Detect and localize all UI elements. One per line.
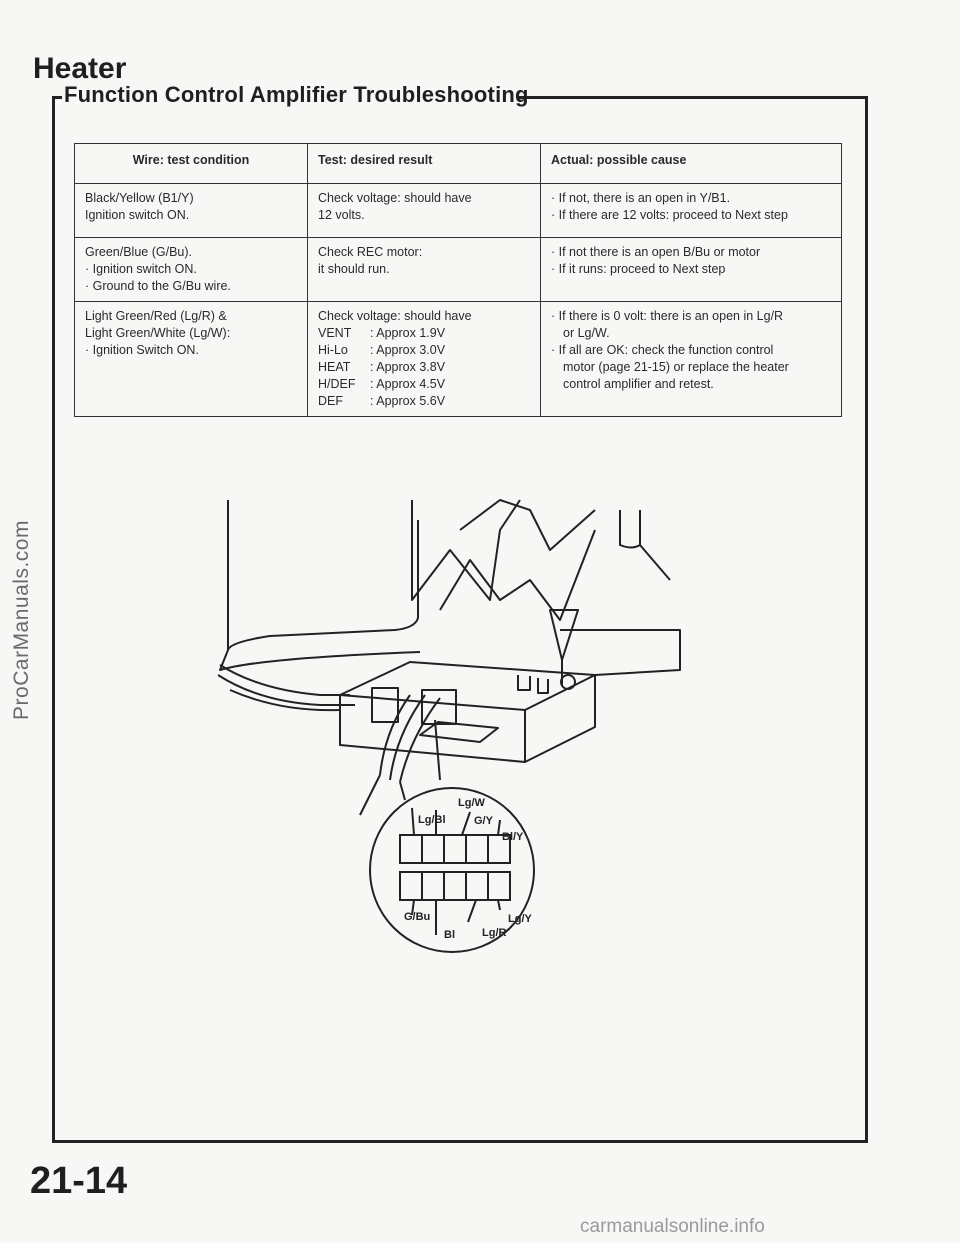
connector-row-bottom: [399, 871, 511, 901]
right-frame: [560, 629, 681, 676]
amplifier-box-top: [339, 661, 596, 711]
voltage-value: : Approx 3.8V: [370, 360, 446, 374]
voltage-row: H/DEF : Approx 4.5V: [318, 376, 530, 393]
duct-upper: [459, 499, 596, 551]
right-housing: [619, 510, 641, 549]
cause-cell: If there is 0 volt: there is an open in …: [540, 301, 842, 417]
voltage-mode: HEAT: [318, 360, 351, 374]
wire-line: Ignition Switch ON.: [85, 342, 297, 359]
connector-label: Bl/Y: [502, 831, 524, 843]
test-cell: Check voltage: should have 12 volts.: [307, 183, 541, 238]
voltage-row: Hi-Lo : Approx 3.0V: [318, 342, 530, 359]
voltage-mode: H/DEF: [318, 377, 356, 391]
test-line: Check voltage: should have: [318, 191, 472, 205]
frame-top-right-rule: [517, 96, 865, 99]
test-line: it should run.: [318, 262, 390, 276]
table-row: Green/Blue (G/Bu). Ignition switch ON. G…: [74, 237, 842, 302]
cause-line: control amplifier and retest.: [563, 377, 714, 391]
test-cell: Check voltage: should have VENT : Approx…: [307, 301, 541, 417]
column-header-cause: Actual: possible cause: [540, 143, 842, 184]
dash-panel-lower: [219, 649, 421, 671]
wire-line: Ignition switch ON.: [85, 261, 297, 278]
page-number: 21-14: [30, 1160, 128, 1202]
wire-bundle: [379, 694, 441, 783]
plug-left: [371, 687, 399, 723]
test-line: Check voltage: should have: [318, 309, 472, 323]
wire-line: Green/Blue (G/Bu).: [85, 245, 192, 259]
duct-inner: [439, 529, 596, 621]
plug-right: [421, 689, 457, 725]
wire-line: Ignition switch ON.: [85, 208, 190, 222]
cause-line: or Lg/W.: [563, 326, 610, 340]
connector-label: Lg/Bl: [418, 814, 446, 826]
side-watermark: ProCarManuals.com: [4, 470, 40, 770]
voltage-value: : Approx 3.0V: [370, 343, 446, 357]
column-header-test: Test: desired result: [307, 143, 541, 184]
cause-line: motor (page 21-15) or replace the heater: [563, 360, 789, 374]
amplifier-tabs: [517, 675, 549, 694]
voltage-mode: DEF: [318, 394, 343, 408]
connector-circle: [369, 787, 535, 953]
voltage-value: : Approx 4.5V: [370, 377, 446, 391]
cause-cell: If not there is an open B/Bu or motor If…: [540, 237, 842, 302]
connector-row-top: [399, 834, 511, 864]
test-line: Check REC motor:: [318, 245, 423, 259]
cause-cell: If not, there is an open in Y/B1. If the…: [540, 183, 842, 238]
amplifier-box-front: [339, 695, 526, 763]
cause-line: If not there is an open B/Bu or motor: [551, 244, 831, 261]
amplifier-illustration: Lg/W Lg/Bl G/Y Bl/Y G/Bu Bl Lg/R Lg/Y: [217, 499, 681, 953]
table-row: Light Green/Red (Lg/R) & Light Green/Whi…: [74, 301, 842, 417]
wire-cell: Light Green/Red (Lg/R) & Light Green/Whi…: [74, 301, 308, 417]
frame-top-left-rule: [52, 96, 62, 99]
leader-line: [434, 719, 441, 781]
test-line: 12 volts.: [318, 208, 365, 222]
connector-label: Lg/Y: [508, 913, 532, 925]
amplifier-label-area: [419, 721, 499, 743]
troubleshooting-table: Wire: test condition Test: desired resul…: [74, 143, 842, 417]
connector-label: Lg/R: [482, 927, 506, 939]
connector-label: Lg/W: [458, 797, 485, 809]
column-header-wire: Wire: test condition: [74, 143, 308, 184]
voltage-row: HEAT : Approx 3.8V: [318, 359, 530, 376]
wire-cell: Green/Blue (G/Bu). Ignition switch ON. G…: [74, 237, 308, 302]
wire-line: Ground to the G/Bu wire.: [85, 278, 297, 295]
section-title: Heater: [33, 52, 127, 85]
procedure-title: Function Control Amplifier Troubleshooti…: [64, 82, 529, 107]
cause-line: If it runs: proceed to Next step: [551, 261, 831, 278]
dash-panel-outline: [227, 500, 419, 651]
voltage-value: : Approx 5.6V: [370, 394, 446, 408]
clip: [549, 609, 579, 686]
connector-zoom: [369, 787, 535, 953]
connector-arrows: [411, 807, 501, 935]
table-header-row: Wire: test condition Test: desired resul…: [74, 143, 842, 184]
content-frame: [52, 96, 868, 1143]
right-diag: [639, 544, 671, 581]
voltage-mode: Hi-Lo: [318, 343, 348, 357]
voltage-row: DEF : Approx 5.6V: [318, 393, 530, 410]
cause-line: If there is 0 volt: there is an open in …: [551, 308, 831, 325]
voltage-value: : Approx 1.9V: [370, 326, 446, 340]
amplifier-box-side: [524, 675, 596, 763]
wire-tail: [359, 774, 406, 816]
wire-harness: [217, 664, 355, 712]
voltage-mode: VENT: [318, 326, 352, 340]
wire-line: Light Green/White (Lg/W):: [85, 326, 231, 340]
connector-pins: [421, 835, 489, 900]
connector-label: G/Bu: [404, 911, 430, 923]
connector-label: Bl: [444, 929, 455, 941]
side-watermark-text: ProCarManuals.com: [10, 520, 33, 720]
cause-line: If not, there is an open in Y/B1.: [551, 190, 831, 207]
table-row: Black/Yellow (B1/Y) Ignition switch ON. …: [74, 183, 842, 238]
bottom-watermark: carmanualsonline.info: [580, 1216, 765, 1237]
test-cell: Check REC motor: it should run.: [307, 237, 541, 302]
wire-cell: Black/Yellow (B1/Y) Ignition switch ON.: [74, 183, 308, 238]
cause-line: If there are 12 volts: proceed to Next s…: [551, 207, 831, 224]
connector-label: G/Y: [474, 815, 494, 827]
wire-line: Black/Yellow (B1/Y): [85, 191, 194, 205]
duct-outline: [411, 499, 521, 601]
wire-line: Light Green/Red (Lg/R) &: [85, 309, 227, 323]
cause-line: If all are OK: check the function contro…: [551, 342, 831, 359]
voltage-row: VENT : Approx 1.9V: [318, 325, 530, 342]
